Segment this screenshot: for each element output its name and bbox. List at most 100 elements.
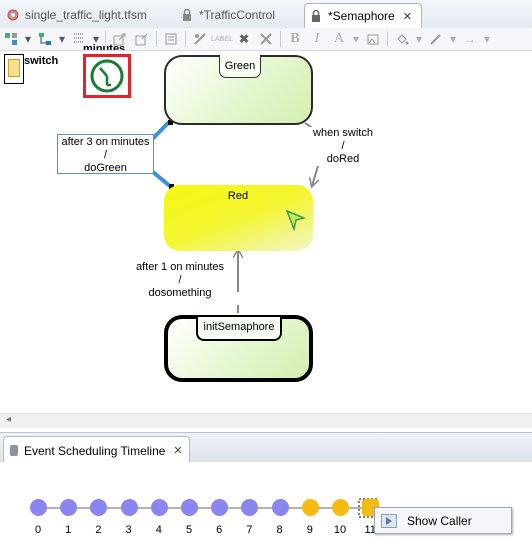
line-color-icon[interactable] xyxy=(427,31,445,47)
delete-icon[interactable]: ✖ xyxy=(238,32,250,46)
timeline-event-dot[interactable] xyxy=(211,499,229,516)
chevron-down-icon[interactable]: ▾ xyxy=(483,32,491,46)
timeline-event-label: 10 xyxy=(333,524,347,536)
state-name: initSemaphore xyxy=(196,317,282,341)
minutes-label: minutes xyxy=(83,44,126,50)
close-icon[interactable]: ✕ xyxy=(402,10,412,23)
view-icon xyxy=(10,445,18,456)
view-tab-bar: Event Scheduling Timeline ✕ xyxy=(0,432,532,464)
state-name: Red xyxy=(227,190,249,202)
diagram-toolbar: ▾ ▾ ▾ LABEL ✖ B I A ▾ ▾ ▾ → ▾ xyxy=(0,28,532,51)
transition-separator: / xyxy=(178,274,182,286)
label-icon[interactable]: LABEL xyxy=(211,35,233,43)
state-name: Green xyxy=(219,55,261,78)
timeline-event-label: 3 xyxy=(125,524,132,536)
layout-icon[interactable] xyxy=(36,31,54,47)
tab-traffic-control[interactable]: *TrafficControl xyxy=(180,3,275,27)
cursor-arrow-icon xyxy=(285,209,307,232)
lock-icon xyxy=(309,9,323,23)
state-init[interactable]: initSemaphore xyxy=(164,315,313,382)
transition-action: doRed xyxy=(326,153,360,165)
transition-trigger: after 1 on minutes xyxy=(135,261,225,273)
canvas-horizontal-scrollbar[interactable]: ◂ xyxy=(0,413,532,428)
timeline-event-label: 4 xyxy=(155,524,162,536)
file-icon xyxy=(6,8,20,22)
transition-trigger: when switch xyxy=(313,127,373,139)
diagram-canvas[interactable]: switch minutes Green Red xyxy=(0,44,532,413)
transition-trigger: after 3 on minutes xyxy=(61,136,150,148)
grid-icon[interactable] xyxy=(70,31,88,47)
timeline-event-dot[interactable] xyxy=(241,499,259,516)
timeline-event-label: 0 xyxy=(34,524,42,536)
show-caller-icon xyxy=(381,513,397,528)
timeline-event-dot[interactable] xyxy=(30,499,47,516)
timeline-event-label: 11 xyxy=(364,524,376,536)
chevron-down-icon[interactable]: ▾ xyxy=(415,32,423,46)
timeline-event-label: 7 xyxy=(246,524,253,536)
remove-icon[interactable] xyxy=(257,31,275,47)
font-color-icon[interactable]: A xyxy=(333,31,345,46)
timeline-event-label: 6 xyxy=(216,524,223,536)
properties-icon[interactable] xyxy=(162,31,180,47)
transition-label-green-to-red[interactable]: when switch / doRed xyxy=(303,127,383,166)
chevron-down-icon[interactable]: ▾ xyxy=(58,32,66,46)
toolbar-separator xyxy=(105,31,106,47)
tab-label: single_traffic_light.tfsm xyxy=(25,8,147,22)
tab-event-scheduling-timeline[interactable]: Event Scheduling Timeline ✕ xyxy=(3,436,190,464)
tab-semaphore[interactable]: *Semaphore ✕ xyxy=(304,3,422,28)
arrow-style-icon[interactable]: → xyxy=(464,32,476,46)
context-menu-item-show-caller[interactable]: Show Caller xyxy=(407,513,472,528)
transition-label-init-to-red[interactable]: after 1 on minutes / dosomething xyxy=(127,261,233,300)
timeline-event-dot[interactable] xyxy=(332,499,349,516)
chevron-down-icon[interactable]: ▾ xyxy=(24,32,32,46)
timeline-event-dot[interactable] xyxy=(271,499,289,516)
clock-icon xyxy=(90,59,124,93)
delete-from-model-icon[interactable] xyxy=(191,31,209,47)
timeline-event-dot[interactable] xyxy=(120,499,138,516)
timeline-event-dot[interactable] xyxy=(150,499,168,516)
transition-label-red-to-green[interactable]: after 3 on minutes / doGreen xyxy=(57,134,154,174)
timeline-event-label: 5 xyxy=(185,524,193,536)
tab-label: *Semaphore xyxy=(328,9,395,23)
editor-tab-bar: single_traffic_light.tfsm *TrafficContro… xyxy=(0,0,532,29)
transition-separator: / xyxy=(103,149,108,161)
tab-single-traffic-light[interactable]: single_traffic_light.tfsm xyxy=(6,3,147,27)
bold-icon[interactable]: B xyxy=(290,31,300,46)
toolbar-separator xyxy=(387,31,388,47)
transition-action: doGreen xyxy=(84,162,127,174)
timeline-event-label: 1 xyxy=(65,524,72,536)
timeline-event-label: 2 xyxy=(95,524,102,536)
toolbar-separator xyxy=(280,31,281,47)
minutes-timer-node[interactable] xyxy=(83,54,131,98)
timeline-event-dot[interactable] xyxy=(181,499,198,516)
timeline-event-dot[interactable] xyxy=(90,499,108,516)
transition-separator: / xyxy=(341,140,345,152)
switch-label: switch xyxy=(24,55,59,67)
context-menu: Show Caller xyxy=(374,507,512,534)
select-icon[interactable] xyxy=(2,31,20,47)
lock-icon xyxy=(180,8,194,22)
image-icon[interactable] xyxy=(364,31,382,47)
italic-icon[interactable]: I xyxy=(314,31,320,46)
close-icon[interactable]: ✕ xyxy=(173,445,183,457)
scroll-left-icon[interactable]: ◂ xyxy=(6,414,12,425)
switch-event-node[interactable] xyxy=(4,54,24,84)
fill-icon[interactable] xyxy=(393,31,411,47)
state-green[interactable]: Green xyxy=(164,55,313,125)
timeline-event-dot[interactable] xyxy=(60,499,78,516)
timeline-event-dot[interactable] xyxy=(301,499,319,516)
switch-icon xyxy=(8,59,20,77)
chevron-down-icon[interactable]: ▾ xyxy=(352,32,360,46)
timeline-event-label: 9 xyxy=(306,524,313,536)
timeline-event-label: 8 xyxy=(276,524,283,536)
view-title: Event Scheduling Timeline xyxy=(24,443,166,458)
chevron-down-icon[interactable]: ▾ xyxy=(92,32,100,46)
state-red[interactable]: Red xyxy=(164,185,313,251)
toolbar-separator xyxy=(185,31,186,47)
export-icon[interactable] xyxy=(111,31,129,47)
toolbar-separator xyxy=(156,31,157,47)
import-icon[interactable] xyxy=(133,31,151,47)
transition-action: dosomething xyxy=(148,287,212,299)
chevron-down-icon[interactable]: ▾ xyxy=(449,32,457,46)
selection-handle[interactable] xyxy=(168,120,173,125)
